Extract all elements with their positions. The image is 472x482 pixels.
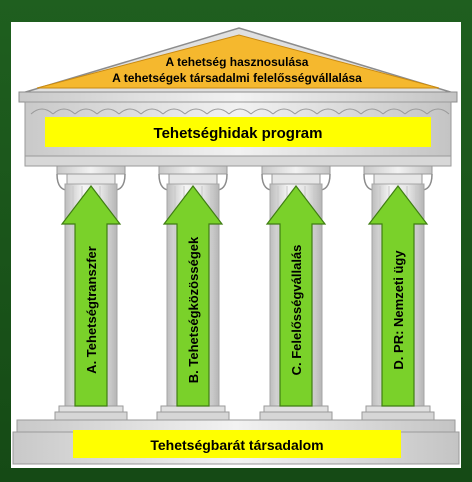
pillar-label: C. Felelősségvállalás <box>289 245 304 376</box>
arrow-up-icon <box>162 185 224 407</box>
pillar-b: B. Tehetségközösségek <box>156 165 230 421</box>
temple-diagram: A tehetség hasznosulása A tehetségek tár… <box>11 22 461 468</box>
pillar-c: C. Felelősségvállalás <box>259 165 333 421</box>
arrow-up-icon <box>60 185 122 407</box>
roof-line-2: A tehetségek társadalmi felelősségvállal… <box>112 71 362 85</box>
temple-svg: A tehetség hasznosulása A tehetségek tár… <box>12 27 460 465</box>
foundation-bar <box>73 430 401 458</box>
roof-line-1: A tehetség hasznosulása <box>166 55 309 69</box>
pillar-label: D. PR: Nemzeti ügy <box>391 250 406 370</box>
foundation-label: Tehetségbarát társadalom <box>150 437 323 453</box>
arrow-up-icon <box>367 185 429 407</box>
arrow-up-icon <box>265 185 327 407</box>
program-beam-label: Tehetséghidak program <box>154 125 323 142</box>
program-beam <box>45 117 431 147</box>
pediment-inner <box>36 34 440 89</box>
pillar-label: B. Tehetségközösségek <box>186 236 201 383</box>
pillar-d: D. PR: Nemzeti ügy <box>361 165 435 421</box>
pillar-a: A. Tehetségtranszfer <box>54 165 128 421</box>
cornice <box>18 91 458 103</box>
pillar-label: A. Tehetségtranszfer <box>84 246 99 374</box>
